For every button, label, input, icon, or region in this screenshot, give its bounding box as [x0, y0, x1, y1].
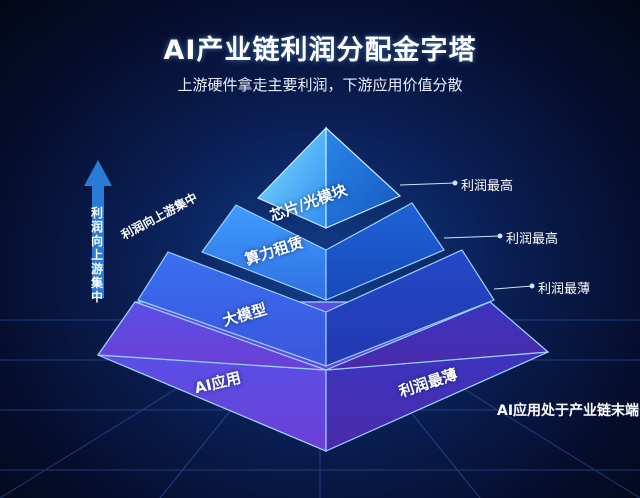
layer-ai-app-front-left — [97, 354, 327, 452]
arrow-label: 利润向上游集中 — [90, 206, 103, 304]
page-subtitle: 上游硬件拿走主要利润，下游应用价值分散 — [177, 76, 463, 94]
callout-model: 利润最薄 — [538, 282, 591, 297]
layer-compute-right — [325, 202, 445, 301]
page-title: AI产业链利润分配金字塔 — [163, 35, 477, 66]
callout-compute: 利润最高 — [506, 232, 559, 247]
callout-chip: 利润最高 — [461, 179, 514, 194]
layer-chip-right — [325, 126, 402, 229]
footer-note: AI应用处于产业链末端 — [497, 403, 640, 419]
layer-model-right — [325, 249, 495, 367]
up-arrow-icon — [84, 160, 112, 298]
